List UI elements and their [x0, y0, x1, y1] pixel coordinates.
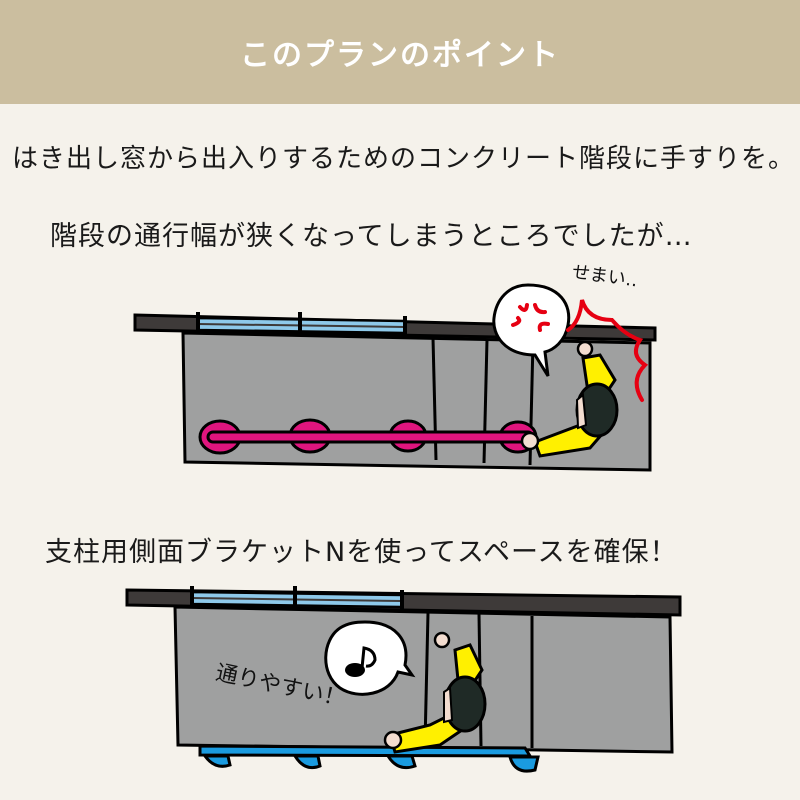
- handrail-pink: [198, 418, 538, 455]
- speech-bubble-happy: [324, 620, 416, 696]
- person-squeezed-icon: [520, 340, 619, 458]
- description-line-1: はき出し窓から出入りするためのコンクリート階段に手すりを。: [12, 144, 796, 174]
- anger-mark-icon: [511, 303, 550, 332]
- handrail-blue: [198, 744, 540, 773]
- page-title: このプランのポイント: [240, 38, 560, 73]
- window-sill-icon: [196, 312, 407, 340]
- header-banner: このプランのポイント: [0, 0, 800, 104]
- description-line-2: 階段の通行幅が狭くなってしまうところでしたが…: [50, 221, 693, 252]
- music-note-icon: [345, 646, 377, 677]
- description-line-3: 支柱用側面ブラケットNを使ってスペースを確保！: [45, 537, 678, 568]
- speech-bubble-angry: [492, 283, 571, 377]
- window-sill-icon: [190, 586, 404, 614]
- person-happy-icon: [383, 631, 487, 754]
